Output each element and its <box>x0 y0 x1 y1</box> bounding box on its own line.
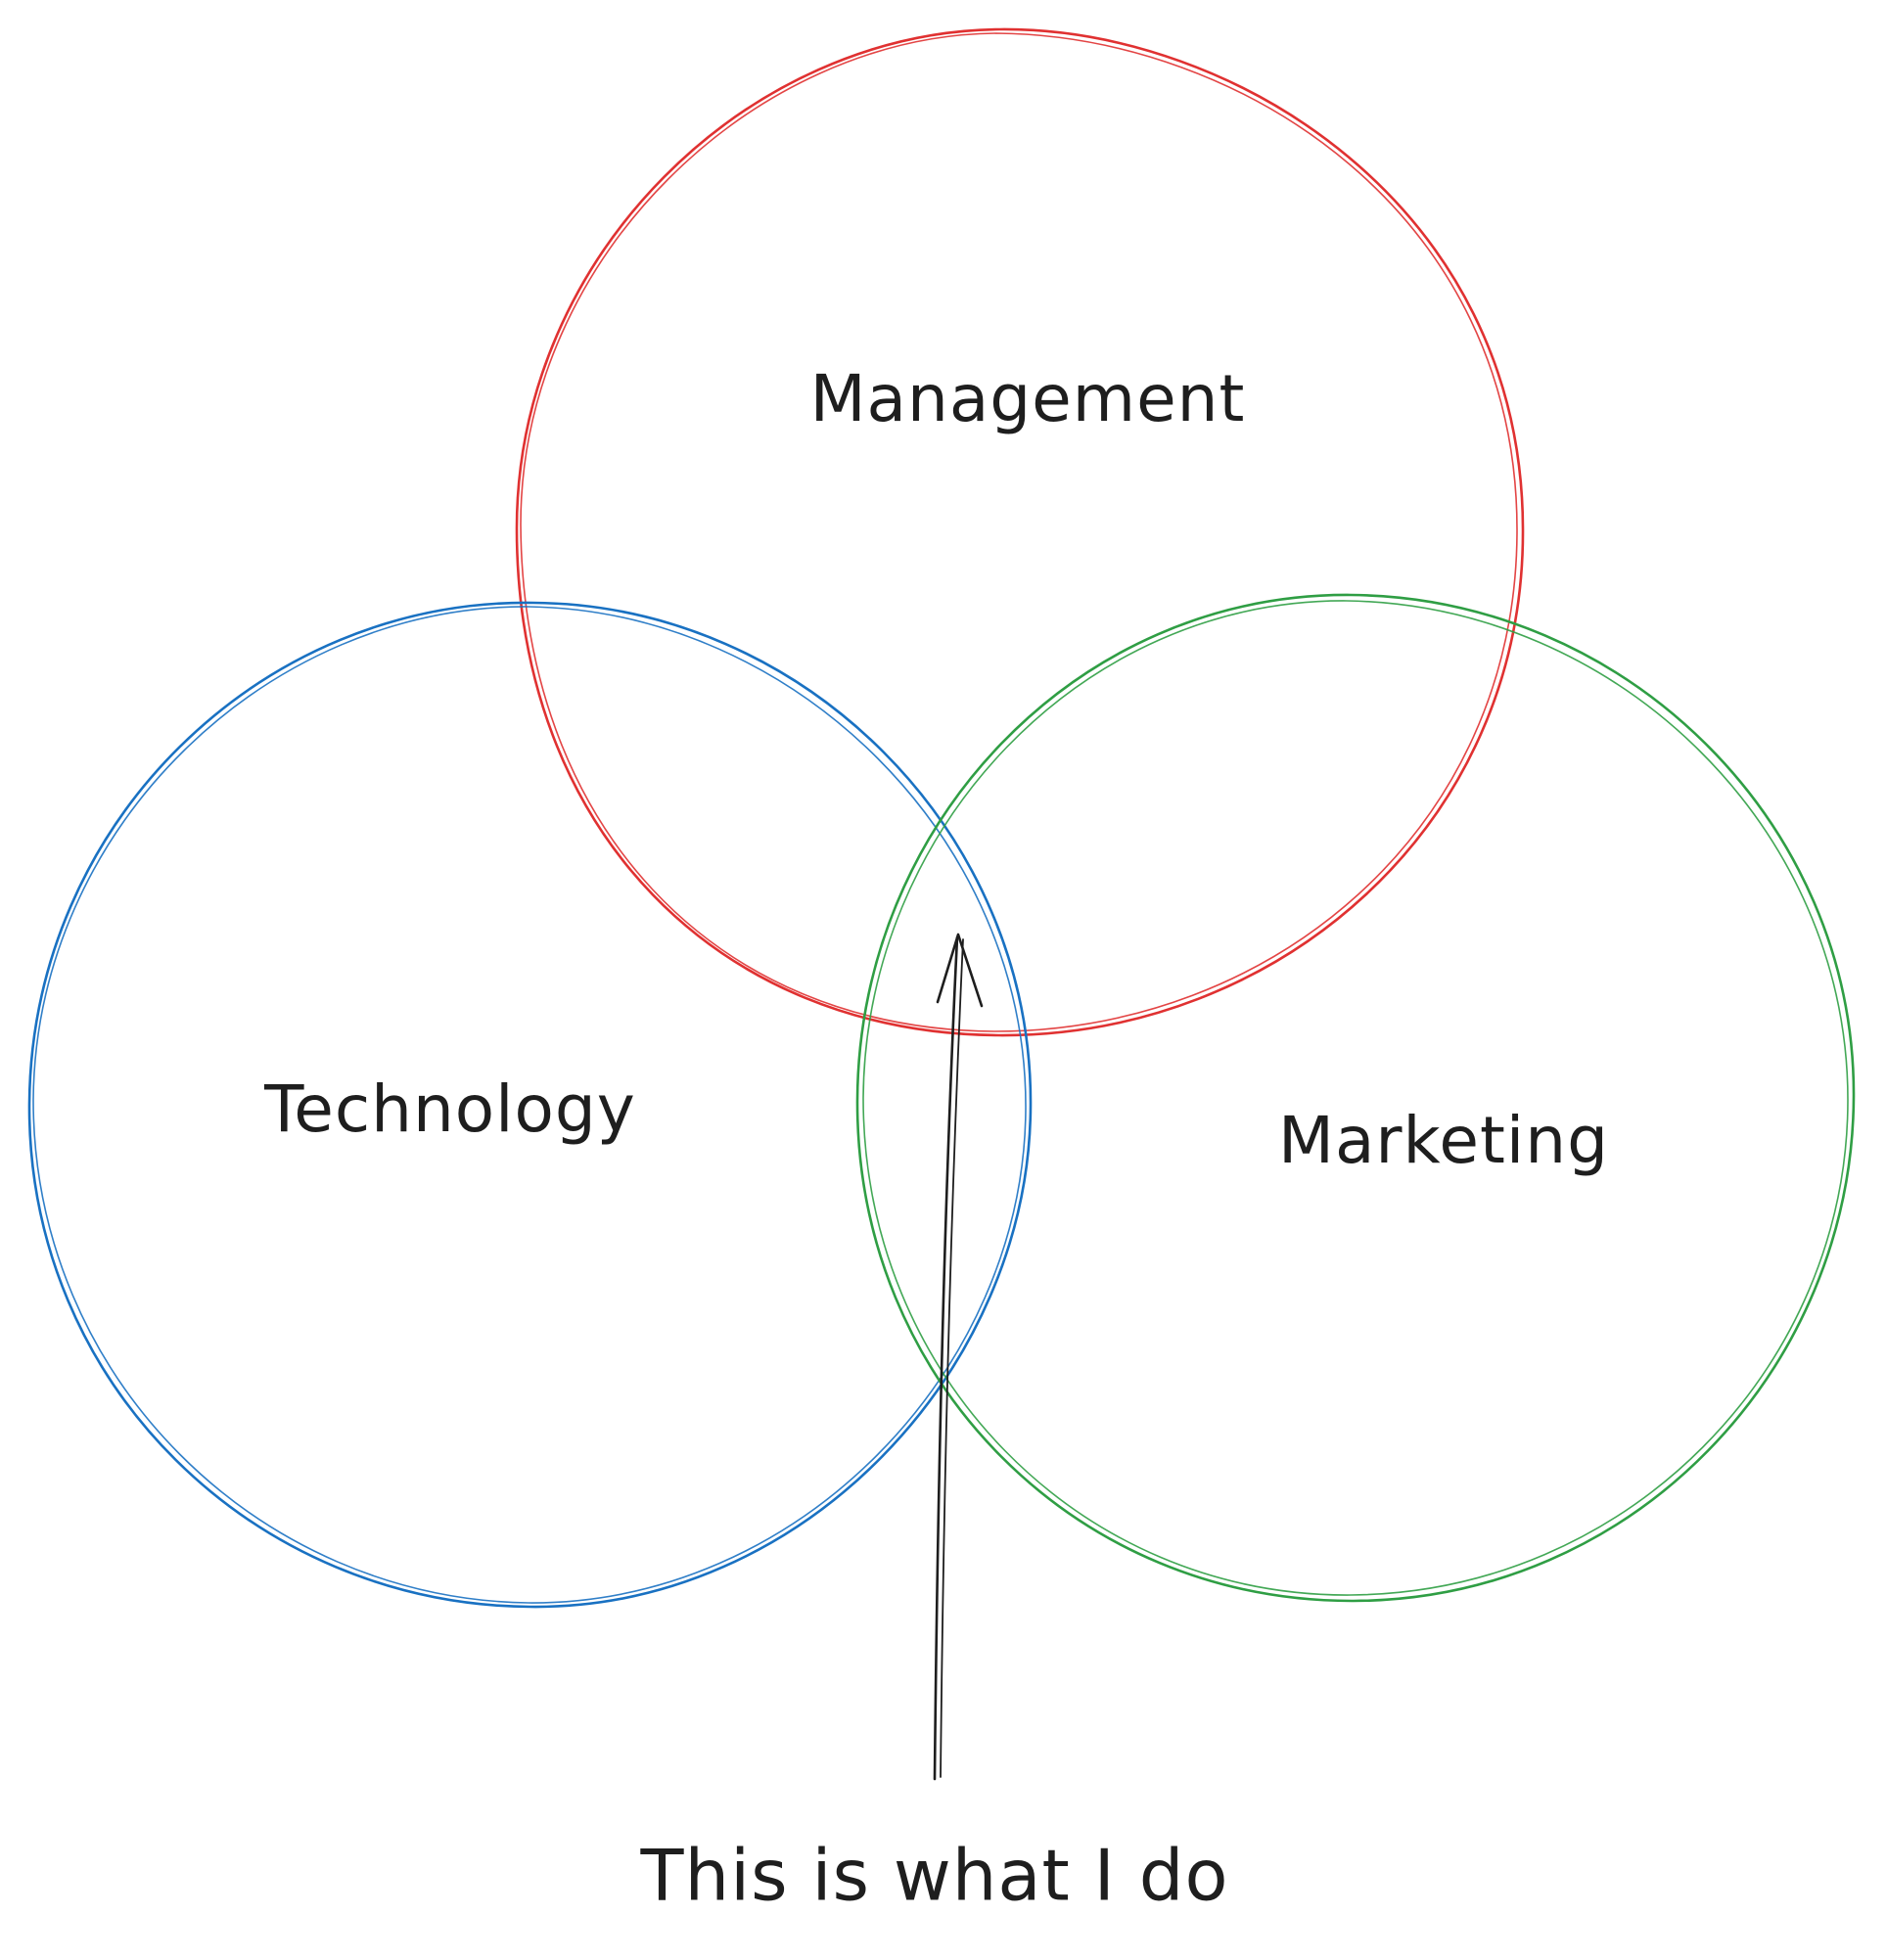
annotation-text: This is what I do <box>639 1835 1228 1917</box>
technology-circle-stroke-2 <box>32 606 1027 1604</box>
management-circle-stroke-2 <box>520 32 1518 1032</box>
management-label: Management <box>810 361 1246 436</box>
marketing-circle-stroke <box>855 593 1856 1603</box>
technology-label: Technology <box>263 1071 636 1147</box>
marketing-circle <box>855 593 1856 1603</box>
annotation-arrow <box>933 933 984 1781</box>
marketing-label: Marketing <box>1278 1103 1609 1178</box>
arrow-head <box>936 933 984 1008</box>
technology-circle-stroke <box>27 601 1033 1609</box>
management-circle <box>515 27 1525 1037</box>
arrow-shaft <box>933 935 959 1781</box>
arrow-shaft-2 <box>940 938 964 1778</box>
marketing-circle-stroke-2 <box>862 600 1849 1596</box>
management-circle-stroke <box>515 27 1525 1037</box>
technology-circle <box>27 601 1033 1609</box>
